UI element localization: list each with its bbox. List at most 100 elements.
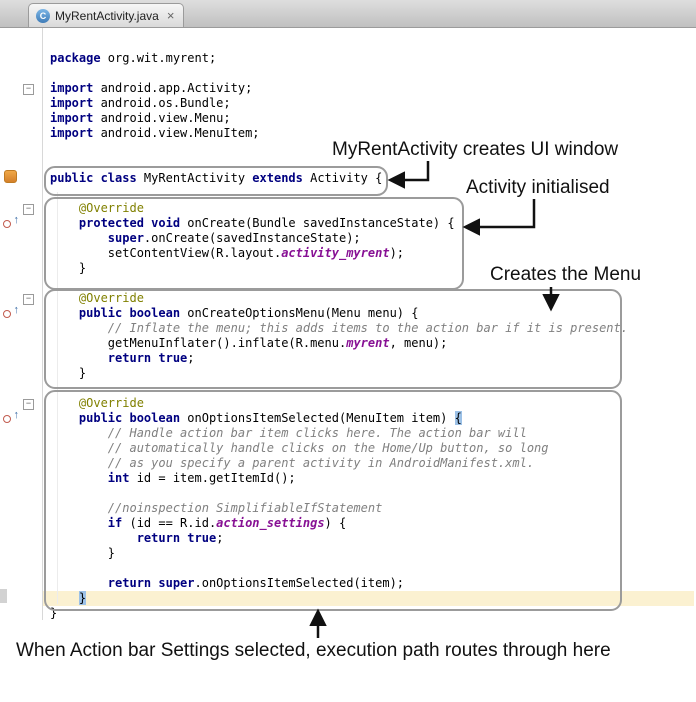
override-arrow-icon: ↑ bbox=[13, 214, 20, 226]
code-line[interactable]: import android.os.Bundle; bbox=[0, 96, 696, 111]
code-token: if bbox=[107, 516, 123, 530]
code-token: ); bbox=[389, 246, 405, 260]
override-icon[interactable]: ↑ bbox=[3, 304, 19, 319]
code-token bbox=[50, 411, 79, 425]
code-line[interactable]: protected void onCreate(Bundle savedInst… bbox=[0, 216, 696, 231]
code-line[interactable]: @Override bbox=[0, 201, 696, 216]
code-line[interactable]: } bbox=[0, 261, 696, 276]
code-token: android.app.Activity; bbox=[93, 81, 253, 95]
code-token bbox=[50, 426, 108, 440]
code-token bbox=[50, 576, 108, 590]
code-token: return true bbox=[107, 351, 188, 365]
code-token: public boolean bbox=[78, 306, 181, 320]
code-line[interactable]: package org.wit.myrent; bbox=[0, 51, 696, 66]
code-token: Activity { bbox=[302, 171, 383, 185]
code-line[interactable] bbox=[0, 486, 696, 501]
code-token: setContentView(R.layout. bbox=[50, 246, 282, 260]
code-line[interactable]: setContentView(R.layout.activity_myrent)… bbox=[0, 246, 696, 261]
code-token: public boolean bbox=[78, 411, 181, 425]
code-token: } bbox=[78, 591, 87, 605]
code-line[interactable]: import android.app.Activity; bbox=[0, 81, 696, 96]
code-line[interactable]: // Handle action bar item clicks here. T… bbox=[0, 426, 696, 441]
code-token: .onOptionsItemSelected(item); bbox=[194, 576, 405, 590]
code-token: onCreate(Bundle savedInstanceState) { bbox=[180, 216, 455, 230]
code-token: id = item.getItemId(); bbox=[129, 471, 296, 485]
code-token: // Handle action bar item clicks here. T… bbox=[107, 426, 527, 440]
code-token: } bbox=[50, 261, 87, 275]
code-token bbox=[50, 456, 108, 470]
code-token: // as you specify a parent activity in A… bbox=[107, 456, 535, 470]
code-line[interactable]: return true; bbox=[0, 531, 696, 546]
code-token: public class bbox=[50, 171, 137, 185]
annotation-activity-init: Activity initialised bbox=[466, 177, 610, 198]
code-line[interactable]: if (id == R.id.action_settings) { bbox=[0, 516, 696, 531]
code-token bbox=[50, 516, 108, 530]
tab-myrentactivity[interactable]: C MyRentActivity.java × bbox=[28, 3, 185, 27]
code-line[interactable]: super.onCreate(savedInstanceState); bbox=[0, 231, 696, 246]
code-line[interactable]: } bbox=[0, 591, 696, 606]
code-area[interactable]: package org.wit.myrent; import android.ap… bbox=[0, 51, 696, 621]
code-token: ; bbox=[216, 531, 224, 545]
code-line[interactable]: import android.view.Menu; bbox=[0, 111, 696, 126]
code-token bbox=[50, 591, 79, 605]
tab-title: MyRentActivity.java bbox=[55, 8, 159, 23]
code-line[interactable]: getMenuInflater().inflate(R.menu.myrent,… bbox=[0, 336, 696, 351]
code-line[interactable]: } bbox=[0, 366, 696, 381]
code-token: getMenuInflater().inflate(R.menu. bbox=[50, 336, 347, 350]
code-line[interactable]: int id = item.getItemId(); bbox=[0, 471, 696, 486]
code-line[interactable]: @Override bbox=[0, 291, 696, 306]
code-line[interactable]: public class MyRentActivity extends Acti… bbox=[0, 171, 696, 186]
code-token: //noinspection SimplifiableIfStatement bbox=[107, 501, 383, 515]
code-token: @Override bbox=[78, 291, 144, 305]
code-token: import bbox=[50, 111, 94, 125]
fold-toggle-icon[interactable]: − bbox=[23, 294, 34, 305]
code-line[interactable]: // Inflate the menu; this adds items to … bbox=[0, 321, 696, 336]
code-line[interactable] bbox=[0, 66, 696, 81]
code-line[interactable]: } bbox=[0, 606, 696, 621]
code-token bbox=[50, 291, 79, 305]
code-token bbox=[50, 321, 108, 335]
close-icon[interactable]: × bbox=[166, 8, 175, 23]
class-gutter-marker-icon[interactable] bbox=[4, 170, 17, 183]
code-line[interactable]: } bbox=[0, 546, 696, 561]
code-token: action_settings bbox=[216, 516, 325, 530]
code-line[interactable]: public boolean onOptionsItemSelected(Men… bbox=[0, 411, 696, 426]
code-token: int bbox=[107, 471, 130, 485]
code-token: // Inflate the menu; this adds items to … bbox=[107, 321, 628, 335]
code-token bbox=[50, 471, 108, 485]
fold-toggle-icon[interactable]: − bbox=[23, 399, 34, 410]
code-token: extends bbox=[252, 171, 303, 185]
code-token: @Override bbox=[78, 201, 144, 215]
override-icon[interactable]: ↑ bbox=[3, 409, 19, 424]
code-line[interactable]: // automatically handle clicks on the Ho… bbox=[0, 441, 696, 456]
code-token: @Override bbox=[78, 396, 144, 410]
code-line[interactable]: // as you specify a parent activity in A… bbox=[0, 456, 696, 471]
code-token: (id == R.id. bbox=[122, 516, 217, 530]
code-line[interactable]: @Override bbox=[0, 396, 696, 411]
code-line[interactable] bbox=[0, 381, 696, 396]
code-line[interactable]: import android.view.MenuItem; bbox=[0, 126, 696, 141]
override-icon[interactable]: ↑ bbox=[3, 214, 20, 229]
code-line[interactable]: return super.onOptionsItemSelected(item)… bbox=[0, 576, 696, 591]
code-token: { bbox=[454, 411, 462, 425]
code-token bbox=[50, 531, 137, 545]
code-token: } bbox=[50, 366, 87, 380]
code-token bbox=[50, 216, 79, 230]
code-line[interactable]: return true; bbox=[0, 351, 696, 366]
code-token bbox=[50, 441, 108, 455]
code-line[interactable]: public boolean onCreateOptionsMenu(Menu … bbox=[0, 306, 696, 321]
code-token bbox=[50, 306, 79, 320]
fold-toggle-icon[interactable]: − bbox=[23, 84, 34, 95]
current-line-highlight bbox=[43, 591, 694, 606]
indent-guide bbox=[57, 192, 58, 604]
code-token: onOptionsItemSelected(MenuItem item) bbox=[180, 411, 455, 425]
code-line[interactable] bbox=[0, 561, 696, 576]
code-token: activity_myrent bbox=[281, 246, 390, 260]
code-token bbox=[50, 201, 79, 215]
code-token: android.view.MenuItem; bbox=[93, 126, 260, 140]
code-token: return super bbox=[107, 576, 195, 590]
fold-toggle-icon[interactable]: − bbox=[23, 204, 34, 215]
code-token: ) { bbox=[324, 516, 347, 530]
code-line[interactable]: //noinspection SimplifiableIfStatement bbox=[0, 501, 696, 516]
